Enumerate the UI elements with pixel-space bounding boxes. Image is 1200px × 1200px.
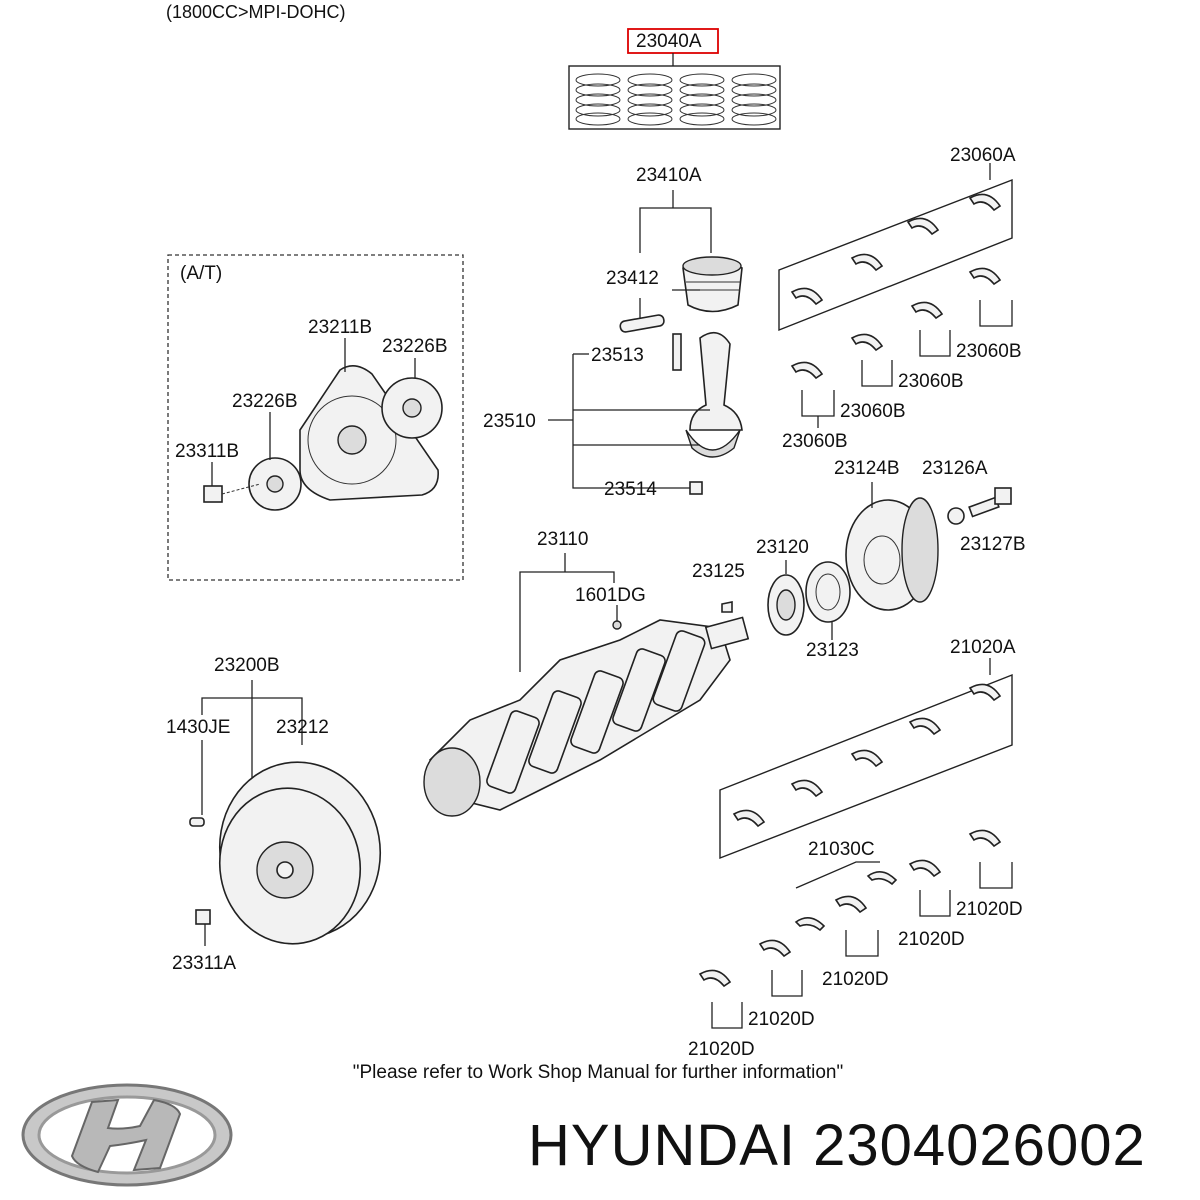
label-23110[interactable]: 23110 — [537, 529, 588, 550]
label-23040A[interactable]: 23040A — [636, 31, 702, 52]
label-1430JE[interactable]: 1430JE — [166, 717, 230, 738]
label-23514[interactable]: 23514 — [604, 479, 657, 500]
label-23212[interactable]: 23212 — [276, 717, 329, 738]
label-23311A[interactable]: 23311A — [172, 953, 236, 974]
at-box-label: (A/T) — [180, 263, 222, 284]
part-labels: 23040A 23410A 23412 23513 23510 23514 23… — [166, 31, 1026, 1060]
piston-ring-set — [568, 28, 781, 130]
label-23311B[interactable]: 23311B — [175, 441, 239, 462]
crank-front-components — [767, 482, 1012, 640]
label-23200B[interactable]: 23200B — [214, 655, 280, 676]
label-23060B-4[interactable]: 23060B — [782, 431, 848, 452]
label-23226B-1[interactable]: 23226B — [382, 336, 448, 357]
label-23124B[interactable]: 23124B — [834, 458, 900, 479]
label-23410A[interactable]: 23410A — [636, 165, 702, 186]
label-23125[interactable]: 23125 — [692, 561, 745, 582]
engine-variant-title: (1800CC>MPI-DOHC) — [166, 2, 346, 22]
label-23060B-1[interactable]: 23060B — [956, 341, 1022, 362]
automatic-transmission-group — [167, 254, 464, 581]
label-23060B-3[interactable]: 23060B — [840, 401, 906, 422]
main-bearings — [698, 658, 1013, 1029]
label-23211B[interactable]: 23211B — [308, 317, 372, 338]
label-21020D-3[interactable]: 21020D — [822, 969, 889, 990]
label-23126A[interactable]: 23126A — [922, 458, 988, 479]
crankshaft — [423, 553, 750, 817]
label-23060A[interactable]: 23060A — [950, 145, 1016, 166]
hyundai-logo-icon — [21, 1083, 233, 1187]
label-23226B-2[interactable]: 23226B — [232, 391, 298, 412]
label-21020D-4[interactable]: 21020D — [748, 1009, 815, 1030]
label-21020D-2[interactable]: 21020D — [898, 929, 965, 950]
label-21020D-5[interactable]: 21020D — [688, 1039, 755, 1060]
label-21030C[interactable]: 21030C — [808, 839, 875, 860]
label-1601DG[interactable]: 1601DG — [575, 585, 646, 606]
brand-part-number: HYUNDAI 2304026002 — [528, 1113, 1146, 1178]
label-21020A[interactable]: 21020A — [950, 637, 1016, 658]
label-21020D-1[interactable]: 21020D — [956, 899, 1023, 920]
label-23123[interactable]: 23123 — [806, 640, 859, 661]
label-23513[interactable]: 23513 — [591, 345, 644, 366]
workshop-manual-note: "Please refer to Work Shop Manual for fu… — [352, 1062, 844, 1083]
label-23127B[interactable]: 23127B — [960, 534, 1026, 555]
label-23120[interactable]: 23120 — [756, 537, 809, 558]
connecting-rod-bearings — [778, 163, 1013, 428]
label-23412[interactable]: 23412 — [606, 268, 659, 289]
label-23510[interactable]: 23510 — [483, 411, 536, 432]
piston-assembly — [548, 190, 743, 495]
label-23060B-2[interactable]: 23060B — [898, 371, 964, 392]
flywheel-assembly — [189, 680, 382, 946]
